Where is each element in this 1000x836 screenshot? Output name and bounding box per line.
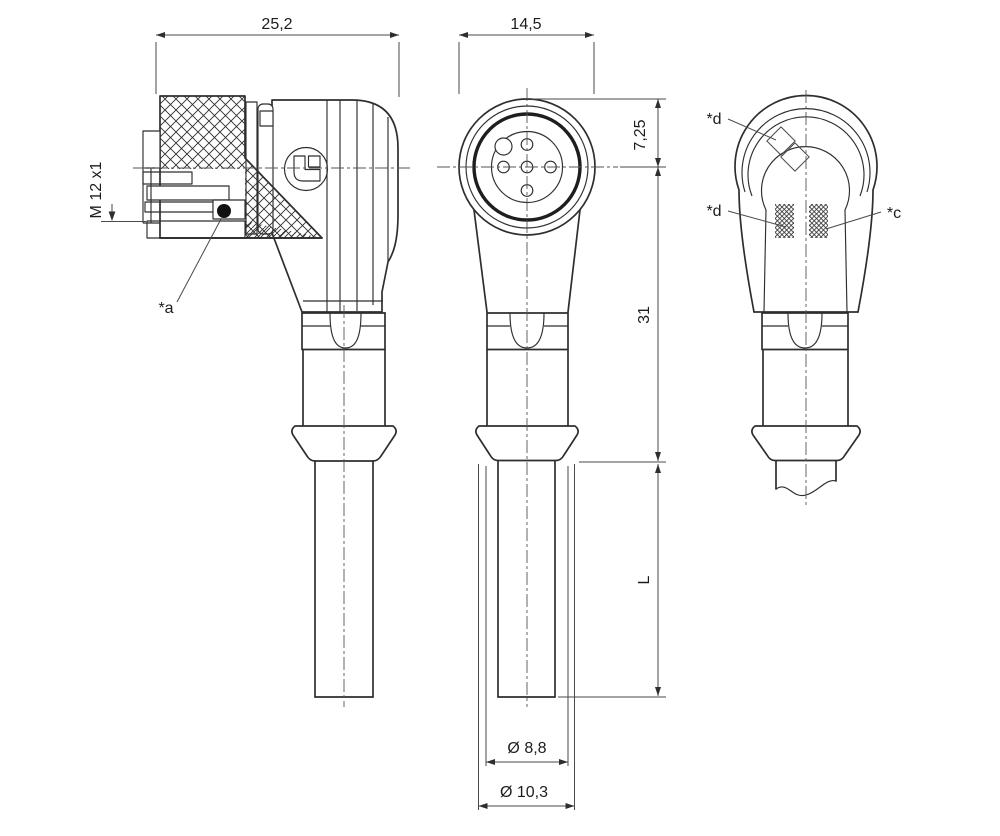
thread-gap bbox=[146, 185, 230, 201]
callout-d-top-label: *d bbox=[706, 111, 721, 128]
cable-front bbox=[497, 460, 556, 698]
dim-label-head-center: 7,25 bbox=[632, 119, 649, 150]
dim-label-front-overall: 14,5 bbox=[510, 16, 541, 33]
callout-c-label: *c bbox=[887, 205, 901, 222]
body-ribs bbox=[303, 100, 389, 312]
rear-inner-dome bbox=[760, 146, 851, 313]
callout-d-top: *d bbox=[706, 111, 777, 141]
callout-a-label: *a bbox=[158, 300, 173, 317]
dim-label-cable-length: L bbox=[636, 575, 653, 584]
strain-relief-side bbox=[301, 312, 386, 427]
front-view bbox=[437, 88, 618, 707]
callout-d-side-label: *d bbox=[706, 203, 721, 220]
clamp-step bbox=[142, 130, 161, 224]
mold-patch-right bbox=[809, 204, 828, 238]
strain-relief-rear bbox=[761, 312, 849, 427]
callout-c: *c bbox=[825, 205, 901, 230]
dimension-diameters: Ø 8,8 Ø 10,3 bbox=[478, 464, 575, 810]
dimension-14-5: 14,5 bbox=[458, 16, 595, 94]
connector-body-side bbox=[271, 99, 399, 313]
mold-patch-top bbox=[766, 126, 810, 172]
dimension-25-2: 25,2 bbox=[155, 16, 400, 97]
brand-logo bbox=[283, 146, 329, 192]
seal-oring-dot bbox=[217, 204, 231, 218]
side-view bbox=[133, 95, 410, 707]
dimension-chain-right: 7,25 31 L bbox=[531, 98, 666, 698]
dim-label-head-to-cable: 31 bbox=[636, 306, 653, 324]
thread-label: M 12 x1 bbox=[88, 161, 105, 218]
keying-notch bbox=[494, 137, 513, 156]
rear-view bbox=[734, 90, 878, 507]
thread-callout: M 12 x1 bbox=[88, 161, 146, 222]
knurled-nut bbox=[141, 95, 323, 239]
dim-label-dia-outer: Ø 10,3 bbox=[500, 784, 548, 801]
callout-a: *a bbox=[158, 218, 222, 317]
callout-d-side: *d bbox=[706, 203, 787, 228]
dim-label-side-overall: 25,2 bbox=[261, 16, 292, 33]
strain-relief-front bbox=[486, 312, 569, 427]
dim-label-dia-inner: Ø 8,8 bbox=[507, 740, 546, 757]
mold-patch-left bbox=[775, 204, 794, 238]
latch-tab bbox=[259, 110, 274, 127]
